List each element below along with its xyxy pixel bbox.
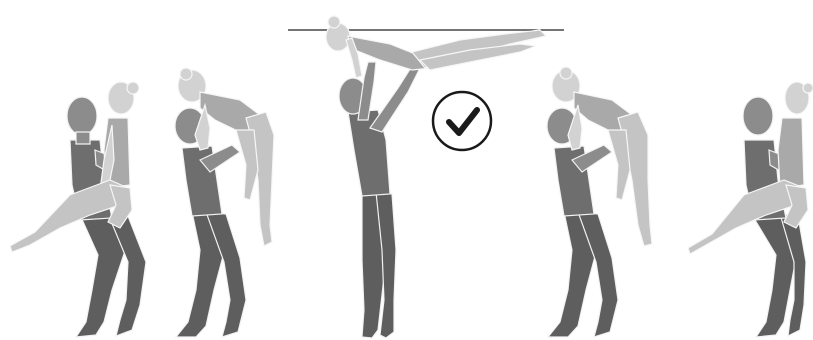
lift-pose-4 <box>547 67 652 337</box>
lift-pose-1 <box>10 82 146 337</box>
correct-check-badge <box>433 92 491 150</box>
lift-pose-3 <box>288 16 564 338</box>
lift-pose-2 <box>175 68 274 337</box>
lift-pose-5 <box>688 82 813 337</box>
